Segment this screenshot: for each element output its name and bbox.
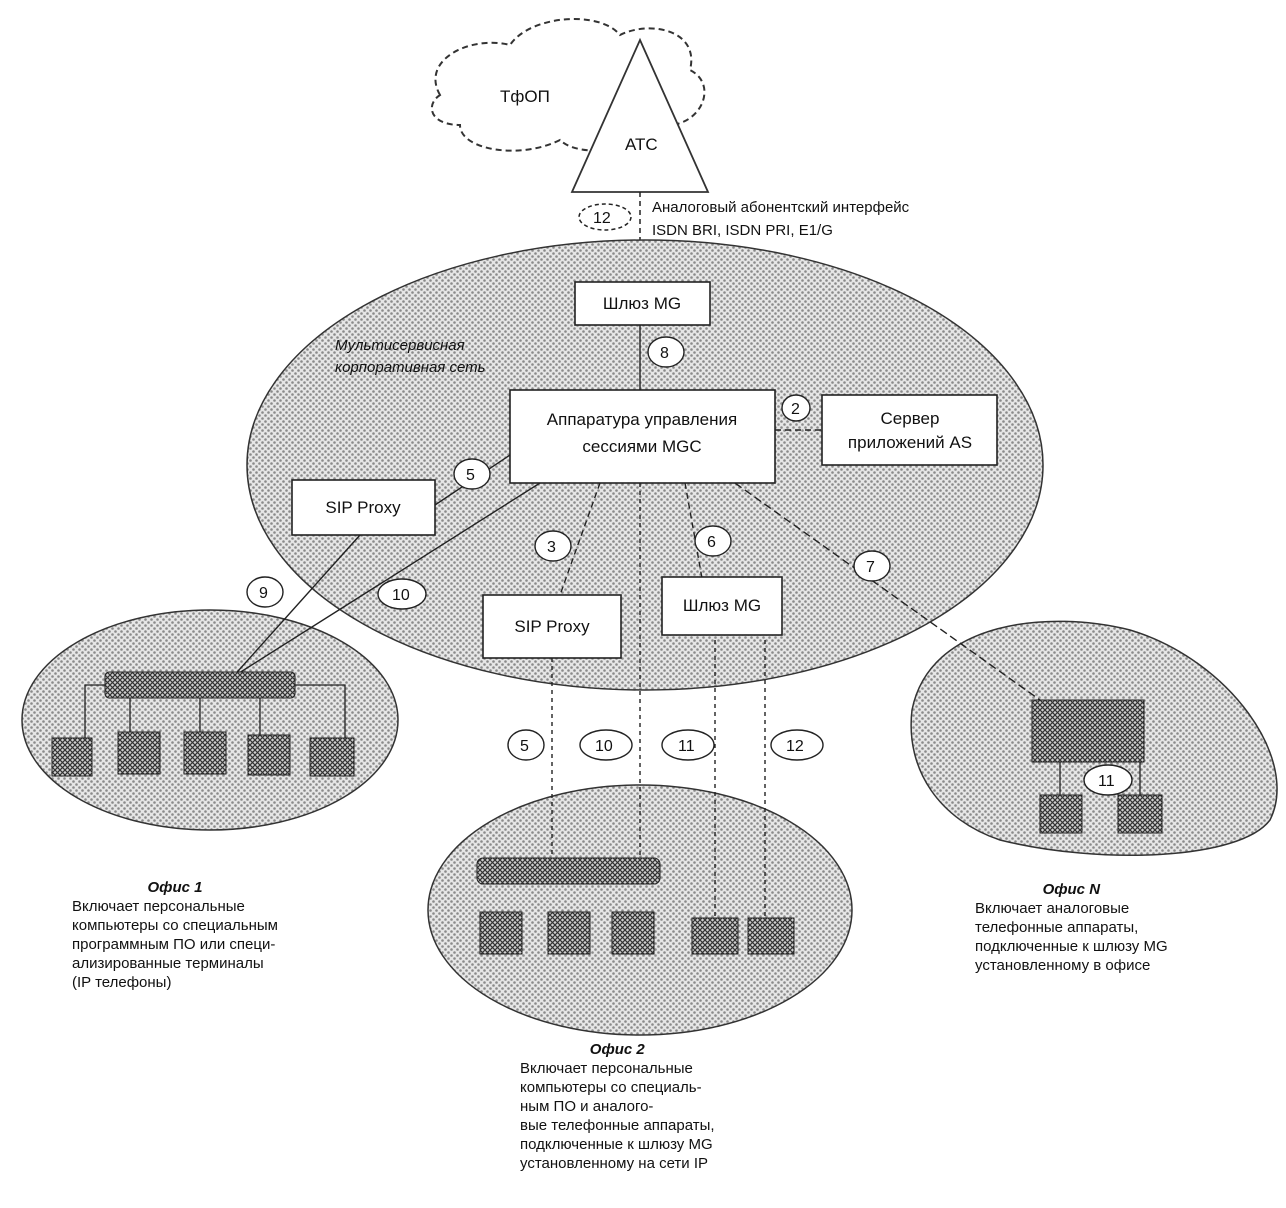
badge-11b: 11: [1083, 764, 1133, 796]
link12-desc-1: Аналоговый абонентский интерфейс: [652, 199, 910, 216]
pstn-label: ТфОП: [500, 87, 550, 106]
office1-terminal-4: [247, 734, 291, 776]
sip-proxy-2-label: SIP Proxy: [514, 617, 590, 636]
office1-terminal-1: [51, 737, 93, 777]
office1-equipment: [51, 671, 355, 777]
office2-ellipse: [427, 784, 853, 1036]
mgc-box: Аппаратура управления сессиями MGC: [509, 389, 776, 484]
officeN-phone-1: [1039, 794, 1083, 834]
office2-line-2: компьютеры со специаль-: [520, 1079, 702, 1096]
office1-line-2: компьютеры со специальным: [72, 917, 278, 934]
officeN-line-1: Включает аналоговые: [975, 900, 1130, 917]
mgc-box-line2: сессиями MGC: [582, 437, 701, 456]
office1-terminal-3: [183, 731, 227, 775]
svg-text:8: 8: [660, 345, 669, 362]
svg-text:7: 7: [866, 559, 875, 576]
svg-text:5: 5: [520, 738, 529, 755]
svg-text:11: 11: [678, 738, 695, 755]
as-box-line1: Сервер: [881, 409, 940, 428]
badge-11a: 11: [661, 729, 715, 761]
badge-10a: 10: [377, 578, 427, 610]
office1-caption: Офис 1 Включает персональные компьютеры …: [72, 878, 278, 992]
as-box-line2: приложений AS: [848, 433, 972, 452]
pstn-cloud: ТфОП: [430, 18, 706, 152]
office2-title: Офис 2: [589, 1041, 645, 1058]
badge-12b: 12: [770, 729, 824, 761]
svg-text:11: 11: [1098, 773, 1115, 790]
sip-proxy-2-box: SIP Proxy: [482, 594, 622, 659]
line-mgc-officeN: [734, 482, 1041, 701]
ats-label: АТС: [625, 135, 658, 154]
officeN-title: Офис N: [1042, 881, 1101, 898]
office2-equipment: [476, 857, 795, 955]
office2-terminal-1: [479, 911, 523, 955]
svg-text:9: 9: [259, 585, 268, 602]
office2-caption: Офис 2 Включает персональные компьютеры …: [520, 1040, 715, 1173]
svg-text:10: 10: [392, 587, 410, 604]
office2-terminal-3: [611, 911, 655, 955]
badge-7: 7: [853, 550, 891, 582]
badge-3: 3: [534, 530, 572, 562]
badge-8: 8: [647, 336, 685, 368]
office2-line-5: подключенные к шлюзу MG: [520, 1136, 713, 1153]
office2-line-3: ным ПО и аналого-: [520, 1098, 654, 1115]
office1-line-3: программным ПО или специ-: [72, 936, 276, 953]
badge-9: 9: [246, 576, 284, 608]
officeN-equipment: [1031, 699, 1163, 834]
mg-box-2-label: Шлюз MG: [683, 596, 761, 615]
office2-line-6: установленному на сети IP: [520, 1155, 709, 1172]
office1-terminal-2: [117, 731, 161, 775]
number-badges: 8 2 5 3 6 7 9 10 5 10 11 12 11: [246, 336, 1133, 796]
ats-triangle: АТС: [570, 37, 710, 193]
mg-box-label: Шлюз MG: [603, 294, 681, 313]
line-sip1-office1: [229, 534, 361, 681]
badge-2: 2: [781, 394, 811, 422]
officeN-line-3: подключенные к шлюзу MG: [975, 938, 1168, 955]
mg-box: Шлюз MG: [574, 281, 711, 326]
office2-phone-1: [691, 917, 739, 955]
officeN-phone-2: [1117, 794, 1163, 834]
office2-phone-2: [747, 917, 795, 955]
office2-switch: [476, 857, 661, 885]
svg-text:3: 3: [547, 539, 556, 556]
badge-5a: 5: [453, 458, 491, 490]
office1-line-1: Включает персональные: [72, 898, 245, 915]
office2-line-1: Включает персональные: [520, 1060, 693, 1077]
mg-box-2: Шлюз MG: [661, 576, 783, 636]
core-title-1: Мультисервисная: [335, 337, 465, 354]
svg-text:2: 2: [791, 401, 800, 418]
office1-switch: [104, 671, 296, 699]
as-box: Сервер приложений AS: [821, 394, 998, 466]
officeN-caption: Офис N Включает аналоговые телефонные ап…: [975, 880, 1168, 975]
badge-12-text: 12: [593, 210, 611, 227]
office1-line-4: ализированные терминалы: [72, 955, 264, 972]
office1-terminal-5: [309, 737, 355, 777]
badge-5b: 5: [507, 729, 545, 761]
officeN-mg: [1031, 699, 1145, 763]
badge-12: [578, 203, 632, 231]
badge-6: 6: [694, 525, 732, 557]
sip-proxy-1-label: SIP Proxy: [325, 498, 401, 517]
svg-text:5: 5: [466, 467, 475, 484]
office1-ellipse: [21, 609, 399, 831]
badge-10b: 10: [579, 729, 633, 761]
office2-line-4: вые телефонные аппараты,: [520, 1117, 715, 1134]
office1-title: Офис 1: [147, 879, 203, 896]
svg-text:12: 12: [786, 738, 804, 755]
svg-text:6: 6: [707, 534, 716, 551]
officeN-line-2: телефонные аппараты,: [975, 919, 1139, 936]
sip-proxy-1-box: SIP Proxy: [291, 479, 436, 536]
officeN-line-4: установленному в офисе: [975, 957, 1151, 974]
office1-line-5: (IP телефоны): [72, 974, 172, 991]
line-mgc-office1: [227, 482, 541, 681]
svg-text:10: 10: [595, 738, 613, 755]
core-title-2: корпоративная сеть: [335, 359, 486, 376]
mgc-box-line1: Аппаратура управления: [547, 410, 737, 429]
link12-desc-2: ISDN BRI, ISDN PRI, E1/G: [652, 222, 833, 239]
office2-terminal-2: [547, 911, 591, 955]
